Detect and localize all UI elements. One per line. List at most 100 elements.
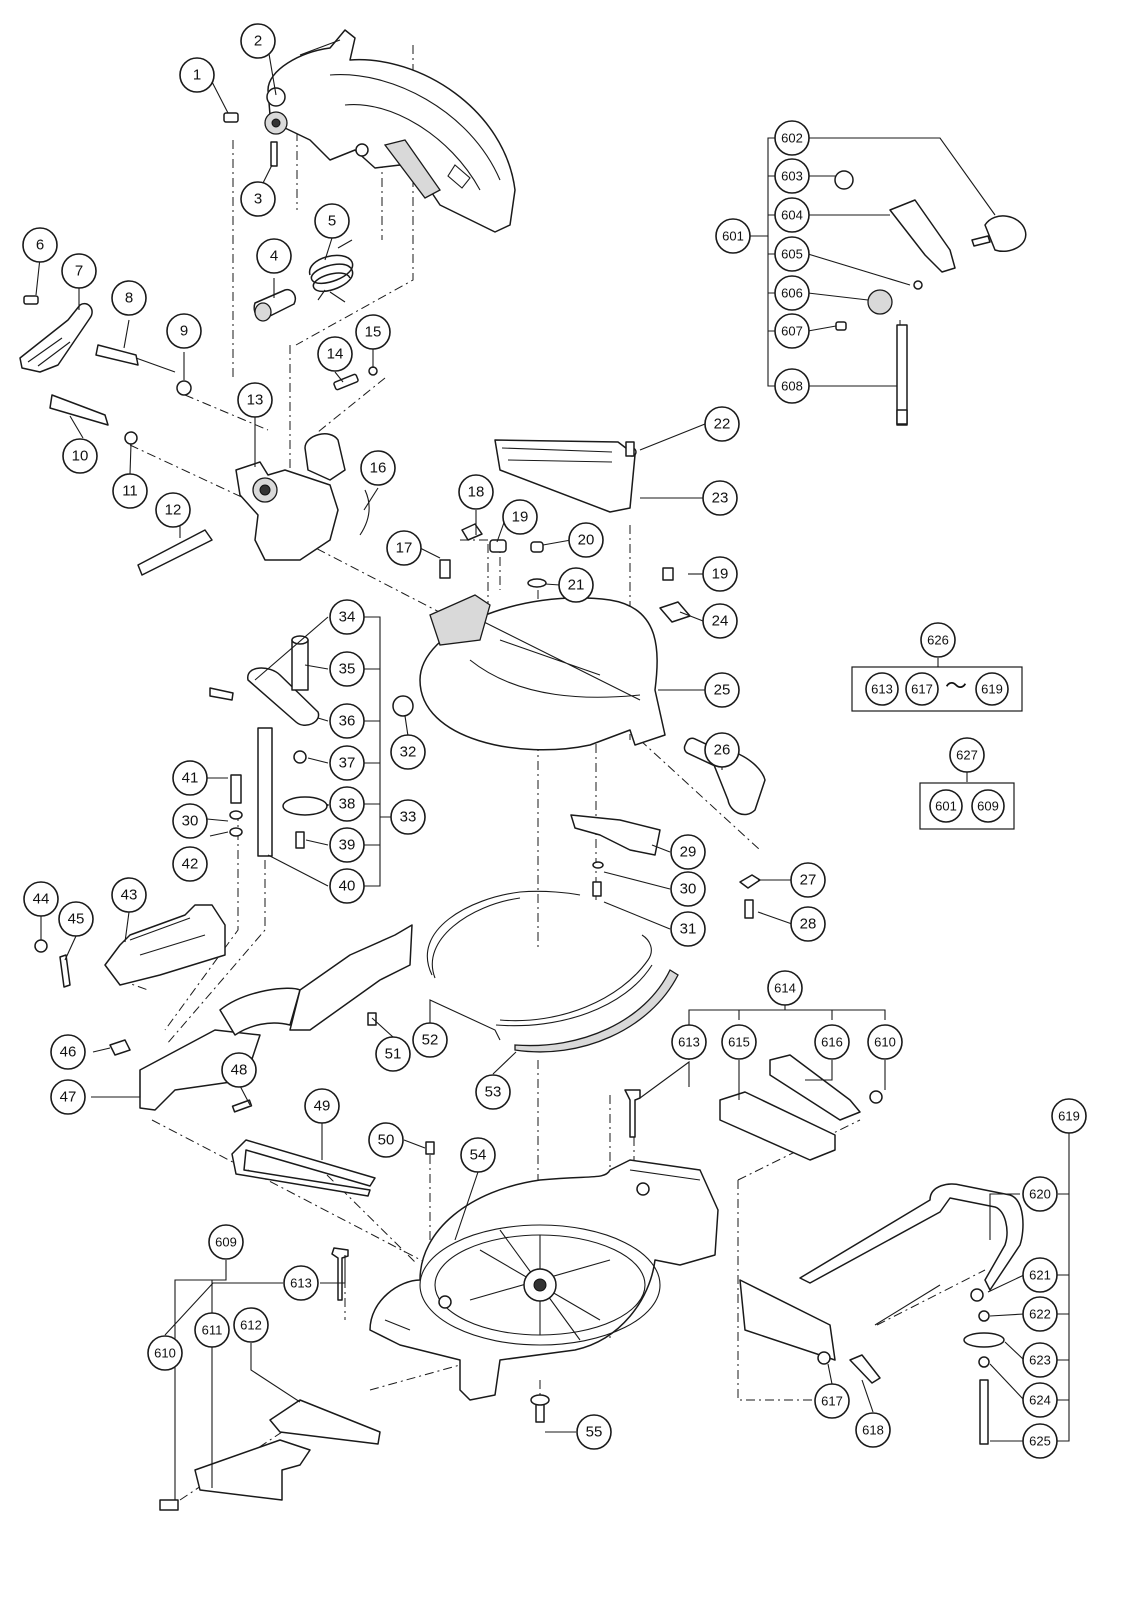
blade-guard-assembly (223, 29, 516, 233)
svg-text:621: 621 (1029, 1268, 1051, 1283)
svg-text:34: 34 (339, 609, 356, 626)
svg-text:610: 610 (874, 1035, 896, 1050)
callout-31: 31 (670, 911, 706, 947)
svg-text:53: 53 (485, 1084, 502, 1101)
vise-assembly-parts (834, 170, 1027, 426)
callout-27: 27 (790, 862, 826, 898)
callout-623: 623 (1022, 1342, 1058, 1378)
svg-text:8: 8 (125, 290, 133, 307)
box626-second: 617 (905, 672, 939, 706)
svg-text:619: 619 (981, 682, 1003, 697)
svg-text:55: 55 (586, 1424, 603, 1441)
callout-44: 44 (23, 881, 59, 917)
callout-47: 47 (50, 1079, 86, 1115)
svg-text:2: 2 (254, 33, 262, 50)
callout-4: 4 (256, 238, 292, 274)
callout-17: 17 (386, 530, 422, 566)
callout-25: 25 (704, 672, 740, 708)
svg-text:47: 47 (60, 1089, 77, 1106)
svg-text:602: 602 (781, 131, 803, 146)
svg-text:601: 601 (722, 229, 744, 244)
extension-and-stopper-parts (159, 1139, 550, 1511)
svg-text:48: 48 (231, 1062, 248, 1079)
callout-38: 38 (329, 786, 365, 822)
callout-11: 11 (112, 473, 148, 509)
svg-text:606: 606 (781, 286, 803, 301)
svg-text:14: 14 (327, 346, 344, 363)
callout-33: 33 (390, 799, 426, 835)
right-side-attachment-parts (624, 1054, 1024, 1445)
callout-615: 615 (721, 1024, 757, 1060)
box627-first: 601 (929, 789, 963, 823)
svg-text:41: 41 (182, 770, 199, 787)
svg-text:601: 601 (935, 799, 957, 814)
svg-text:43: 43 (121, 887, 138, 904)
svg-text:25: 25 (714, 682, 731, 699)
callout-614: 614 (767, 970, 803, 1006)
svg-text:7: 7 (75, 263, 83, 280)
svg-text:30: 30 (182, 813, 199, 830)
callout-46: 46 (50, 1034, 86, 1070)
svg-text:613: 613 (290, 1276, 312, 1291)
svg-text:44: 44 (33, 891, 50, 908)
spring-and-collar (253, 239, 354, 322)
callout-608: 608 (774, 368, 810, 404)
callout-9: 9 (166, 313, 202, 349)
callout-51: 51 (375, 1036, 411, 1072)
fence-assembly (34, 904, 413, 1113)
callout-52: 52 (412, 1022, 448, 1058)
hinge-holder (235, 433, 370, 561)
box627-second: 609 (971, 789, 1005, 823)
callout-601: 601 (715, 218, 751, 254)
box626-first: 613 (865, 672, 899, 706)
callout-30b: 30 (670, 871, 706, 907)
svg-text:10: 10 (72, 448, 89, 465)
callout-6: 6 (22, 227, 58, 263)
svg-text:623: 623 (1029, 1353, 1051, 1368)
svg-text:16: 16 (370, 460, 387, 477)
callout-24: 24 (702, 603, 738, 639)
callout-10: 10 (62, 438, 98, 474)
svg-text:51: 51 (385, 1046, 402, 1063)
svg-text:3: 3 (254, 191, 262, 208)
svg-text:29: 29 (680, 844, 697, 861)
set-box-627: 601 609 (919, 782, 1015, 830)
callout-53: 53 (475, 1074, 511, 1110)
gear-rings (426, 890, 679, 1053)
svg-text:13: 13 (247, 392, 264, 409)
callout-607: 607 (774, 313, 810, 349)
callout-55: 55 (576, 1414, 612, 1450)
svg-text:624: 624 (1029, 1393, 1051, 1408)
callout-613a: 613 (671, 1024, 707, 1060)
callout-610b: 610 (147, 1335, 183, 1371)
callout-616: 616 (814, 1024, 850, 1060)
callout-622: 622 (1022, 1296, 1058, 1332)
svg-text:613: 613 (678, 1035, 700, 1050)
callout-8: 8 (111, 280, 147, 316)
callout-22: 22 (704, 406, 740, 442)
callout-603: 603 (774, 158, 810, 194)
callout-627: 627 (949, 737, 985, 773)
callout-49: 49 (304, 1088, 340, 1124)
callout-2: 2 (240, 23, 276, 59)
callout-54: 54 (460, 1137, 496, 1173)
callout-612: 612 (233, 1307, 269, 1343)
callout-13: 13 (237, 382, 273, 418)
svg-text:627: 627 (956, 748, 978, 763)
svg-text:35: 35 (339, 661, 356, 678)
base-assembly (369, 1159, 719, 1401)
svg-text:18: 18 (468, 484, 485, 501)
callout-36: 36 (329, 703, 365, 739)
callout-42: 42 (172, 846, 208, 882)
svg-text:32: 32 (400, 744, 417, 761)
svg-text:19: 19 (712, 566, 729, 583)
callout-32: 32 (390, 734, 426, 770)
svg-text:626: 626 (927, 633, 949, 648)
callout-18: 18 (458, 474, 494, 510)
svg-text:28: 28 (800, 916, 817, 933)
svg-text:604: 604 (781, 208, 803, 223)
callout-624: 624 (1022, 1382, 1058, 1418)
callout-37: 37 (329, 745, 365, 781)
svg-text:4: 4 (270, 248, 278, 265)
